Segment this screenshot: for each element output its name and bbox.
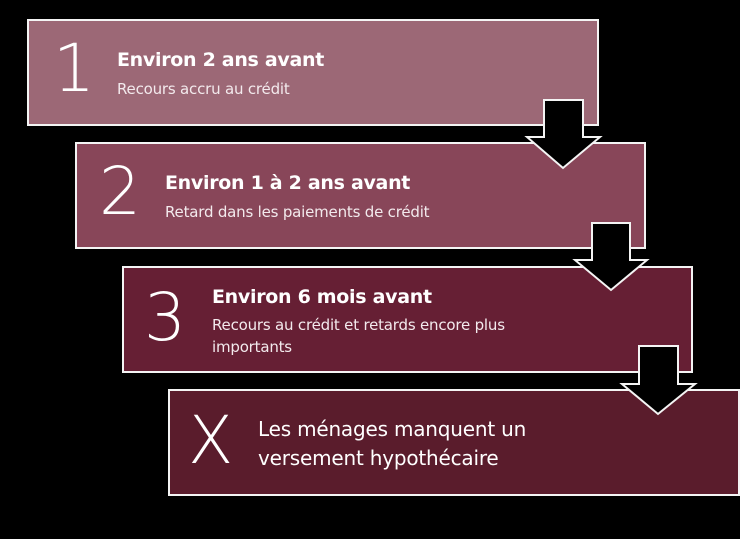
step-title: Environ 6 mois avant: [212, 286, 432, 308]
final-description: Les ménages manquent un versement hypoth…: [258, 417, 527, 470]
step-description: Retard dans les paiements de crédit: [165, 203, 430, 221]
final-marker: X: [188, 402, 234, 479]
step-description: Recours accru au crédit: [117, 80, 290, 98]
step-number: 2: [99, 153, 141, 230]
step-1-box: 1 Environ 2 ans avant Recours accru au c…: [27, 19, 599, 126]
final-outcome-box: X Les ménages manquent un versement hypo…: [168, 389, 740, 496]
step-number: 1: [53, 30, 95, 107]
step-title: Environ 1 à 2 ans avant: [165, 172, 411, 194]
step-3-box: 3 Environ 6 mois avant Recours au crédit…: [122, 266, 693, 373]
step-description: Recours au crédit et retards encore plus…: [212, 316, 505, 356]
step-title: Environ 2 ans avant: [117, 49, 325, 71]
step-2-box: 2 Environ 1 à 2 ans avant Retard dans le…: [75, 142, 646, 249]
step-number: 3: [144, 279, 186, 356]
down-arrow-icon: [572, 222, 650, 292]
down-arrow-icon: [524, 99, 603, 170]
down-arrow-icon: [619, 345, 698, 416]
